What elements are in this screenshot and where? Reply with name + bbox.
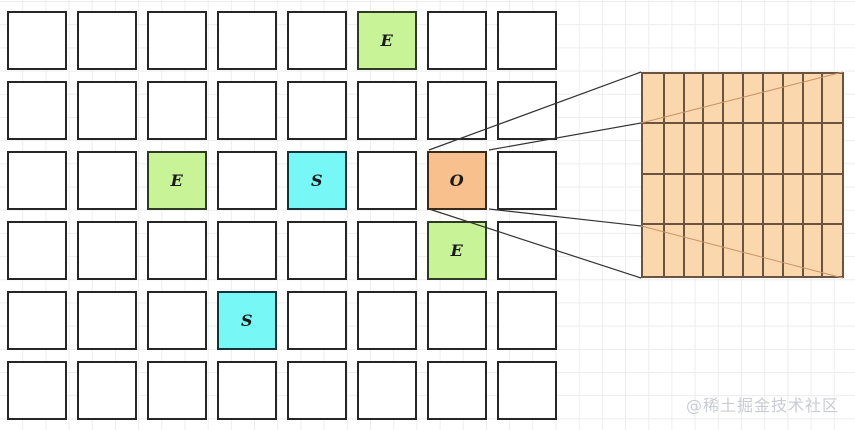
grid-cell-r4c5[interactable] <box>287 221 347 280</box>
grid-cell-r6c2[interactable] <box>77 361 137 420</box>
grid-cell-r6c7[interactable] <box>427 361 487 420</box>
grid-cell-r4c4[interactable] <box>217 221 277 280</box>
grid-cell-r2c4[interactable] <box>217 81 277 140</box>
panel-col-divider-1 <box>662 74 665 276</box>
grid-cell-r1c2[interactable] <box>77 11 137 70</box>
grid-cell-r5c7[interactable] <box>427 291 487 350</box>
grid-cell-r2c6[interactable] <box>357 81 417 140</box>
grid-cell-r5c2[interactable] <box>77 291 137 350</box>
grid-cell-r4c3[interactable] <box>147 221 207 280</box>
cell-label: E <box>170 171 184 190</box>
grid-cell-r2c3[interactable] <box>147 81 207 140</box>
grid-cell-r6c6[interactable] <box>357 361 417 420</box>
grid-cell-r1c1[interactable] <box>7 11 67 70</box>
grid-cell-r2c5[interactable] <box>287 81 347 140</box>
grid-cell-r6c5[interactable] <box>287 361 347 420</box>
grid-cell-r6c1[interactable] <box>7 361 67 420</box>
grid-cell-e-r4c7[interactable]: E <box>427 221 487 280</box>
grid-cell-r2c7[interactable] <box>427 81 487 140</box>
grid-cell-r1c4[interactable] <box>217 11 277 70</box>
grid-cell-o-r3c7[interactable]: O <box>427 151 487 210</box>
panel-col-divider-8 <box>801 74 804 276</box>
panel-col-divider-7 <box>781 74 784 276</box>
grid-cell-r2c2[interactable] <box>77 81 137 140</box>
grid-cell-r4c2[interactable] <box>77 221 137 280</box>
cell-label: E <box>380 31 394 50</box>
panel-col-divider-5 <box>742 74 745 276</box>
panel-col-divider-9 <box>821 74 824 276</box>
grid-cell-e-r3c3[interactable]: E <box>147 151 207 210</box>
panel-col-divider-2 <box>682 74 685 276</box>
grid-cell-r3c4[interactable] <box>217 151 277 210</box>
grid-cell-r6c4[interactable] <box>217 361 277 420</box>
cell-label: E <box>450 241 464 260</box>
grid-cell-r5c3[interactable] <box>147 291 207 350</box>
cell-label: S <box>310 171 324 190</box>
grid-cell-s-r3c5[interactable]: S <box>287 151 347 210</box>
expanded-cell-detail[interactable] <box>641 72 844 278</box>
grid-cell-r4c8[interactable] <box>497 221 557 280</box>
grid-cell-r6c8[interactable] <box>497 361 557 420</box>
grid-cell-r4c1[interactable] <box>7 221 67 280</box>
grid-cell-r6c3[interactable] <box>147 361 207 420</box>
grid-cell-s-r5c4[interactable]: S <box>217 291 277 350</box>
cell-label: O <box>449 171 465 190</box>
panel-col-divider-6 <box>761 74 764 276</box>
watermark: @稀土掘金技术社区 <box>685 396 839 415</box>
panel-col-divider-3 <box>702 74 705 276</box>
grid-cell-r5c6[interactable] <box>357 291 417 350</box>
grid-cell-r4c6[interactable] <box>357 221 417 280</box>
grid-cell-r3c6[interactable] <box>357 151 417 210</box>
grid-cell-r5c1[interactable] <box>7 291 67 350</box>
grid-cell-r1c3[interactable] <box>147 11 207 70</box>
grid-cell-r1c8[interactable] <box>497 11 557 70</box>
grid-cell-r2c8[interactable] <box>497 81 557 140</box>
grid-cell-r5c8[interactable] <box>497 291 557 350</box>
grid-cell-r3c2[interactable] <box>77 151 137 210</box>
cell-grid: E E S O E S <box>7 11 557 420</box>
cell-label: S <box>240 311 254 330</box>
grid-cell-r5c5[interactable] <box>287 291 347 350</box>
grid-cell-r3c8[interactable] <box>497 151 557 210</box>
grid-cell-r1c7[interactable] <box>427 11 487 70</box>
panel-col-divider-4 <box>722 74 725 276</box>
grid-cell-r2c1[interactable] <box>7 81 67 140</box>
grid-cell-r3c1[interactable] <box>7 151 67 210</box>
grid-cell-e-r1c6[interactable]: E <box>357 11 417 70</box>
grid-cell-r1c5[interactable] <box>287 11 347 70</box>
